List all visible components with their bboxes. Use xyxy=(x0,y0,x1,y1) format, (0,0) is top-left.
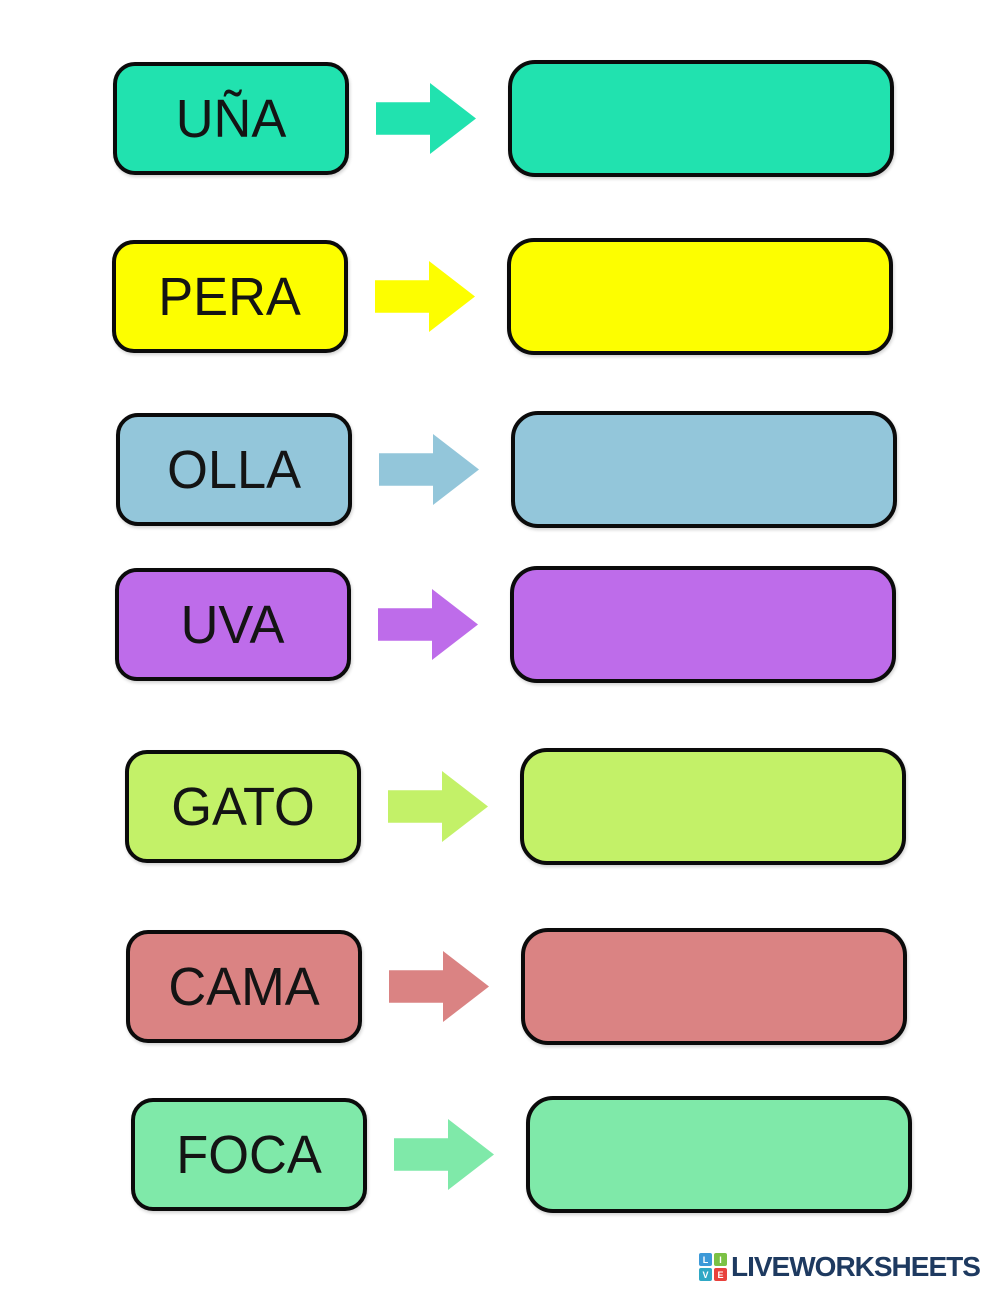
match-row: PERA xyxy=(112,238,893,355)
answer-box[interactable] xyxy=(507,238,893,355)
word-box: OLLA xyxy=(116,413,352,526)
word-label: UVA xyxy=(181,594,285,655)
word-box: UÑA xyxy=(113,62,349,175)
match-row: UVA xyxy=(115,566,896,683)
logo-tile-l: L xyxy=(699,1253,712,1266)
liveworksheets-wordmark: LIVEWORKSHEETS xyxy=(731,1251,981,1282)
word-label: FOCA xyxy=(176,1124,322,1185)
match-row: UÑA xyxy=(113,60,894,177)
word-box: GATO xyxy=(125,750,361,863)
answer-box[interactable] xyxy=(526,1096,912,1213)
answer-box[interactable] xyxy=(520,748,906,865)
right-arrow-icon xyxy=(379,433,479,506)
right-arrow-icon xyxy=(389,950,489,1023)
word-label: UÑA xyxy=(175,88,287,149)
word-label: GATO xyxy=(171,776,315,837)
right-arrow-icon xyxy=(376,82,476,155)
right-arrow-icon xyxy=(388,770,488,843)
logo-tile-e: E xyxy=(714,1268,727,1281)
logo-tile-i: I xyxy=(714,1253,727,1266)
right-arrow-icon xyxy=(394,1118,494,1191)
right-arrow-icon xyxy=(378,588,478,661)
liveworksheets-logo-icon: L I V E xyxy=(699,1253,727,1281)
word-box: PERA xyxy=(112,240,348,353)
answer-box[interactable] xyxy=(508,60,894,177)
word-label: OLLA xyxy=(167,439,301,500)
match-row: CAMA xyxy=(126,928,907,1045)
match-row: OLLA xyxy=(116,411,897,528)
answer-box[interactable] xyxy=(510,566,896,683)
word-box: UVA xyxy=(115,568,351,681)
liveworksheets-watermark: L I V E LIVEWORKSHEETS xyxy=(699,1251,981,1282)
match-row: GATO xyxy=(125,748,906,865)
right-arrow-icon xyxy=(375,260,475,333)
word-label: CAMA xyxy=(168,956,320,1017)
answer-box[interactable] xyxy=(521,928,907,1045)
word-label: PERA xyxy=(158,266,302,327)
word-box: CAMA xyxy=(126,930,362,1043)
word-box: FOCA xyxy=(131,1098,367,1211)
match-row: FOCA xyxy=(131,1096,912,1213)
logo-tile-v: V xyxy=(699,1268,712,1281)
answer-box[interactable] xyxy=(511,411,897,528)
